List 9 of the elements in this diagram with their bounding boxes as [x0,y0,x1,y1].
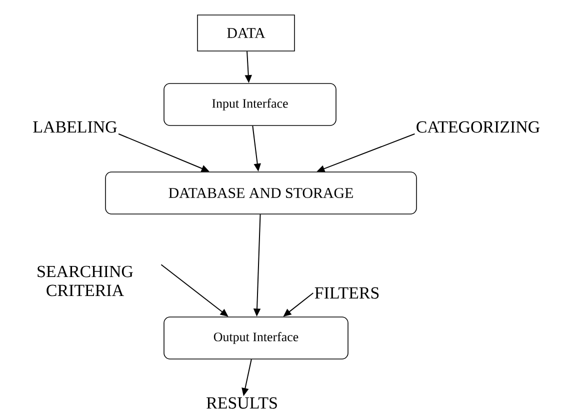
process-box: DATA [197,14,295,52]
text-label: FILTERS [314,287,379,299]
text-label: CATEGORIZING [416,121,540,133]
text-label: RESULTS [206,397,277,409]
rounded-box: Output Interface [164,316,348,360]
text-label: LABELING [33,121,117,133]
rounded-box: DATABASE AND STORAGE [105,172,417,214]
rounded-box: Input Interface [164,83,336,126]
text-label: SEARCHING CRITERIA [38,266,133,296]
